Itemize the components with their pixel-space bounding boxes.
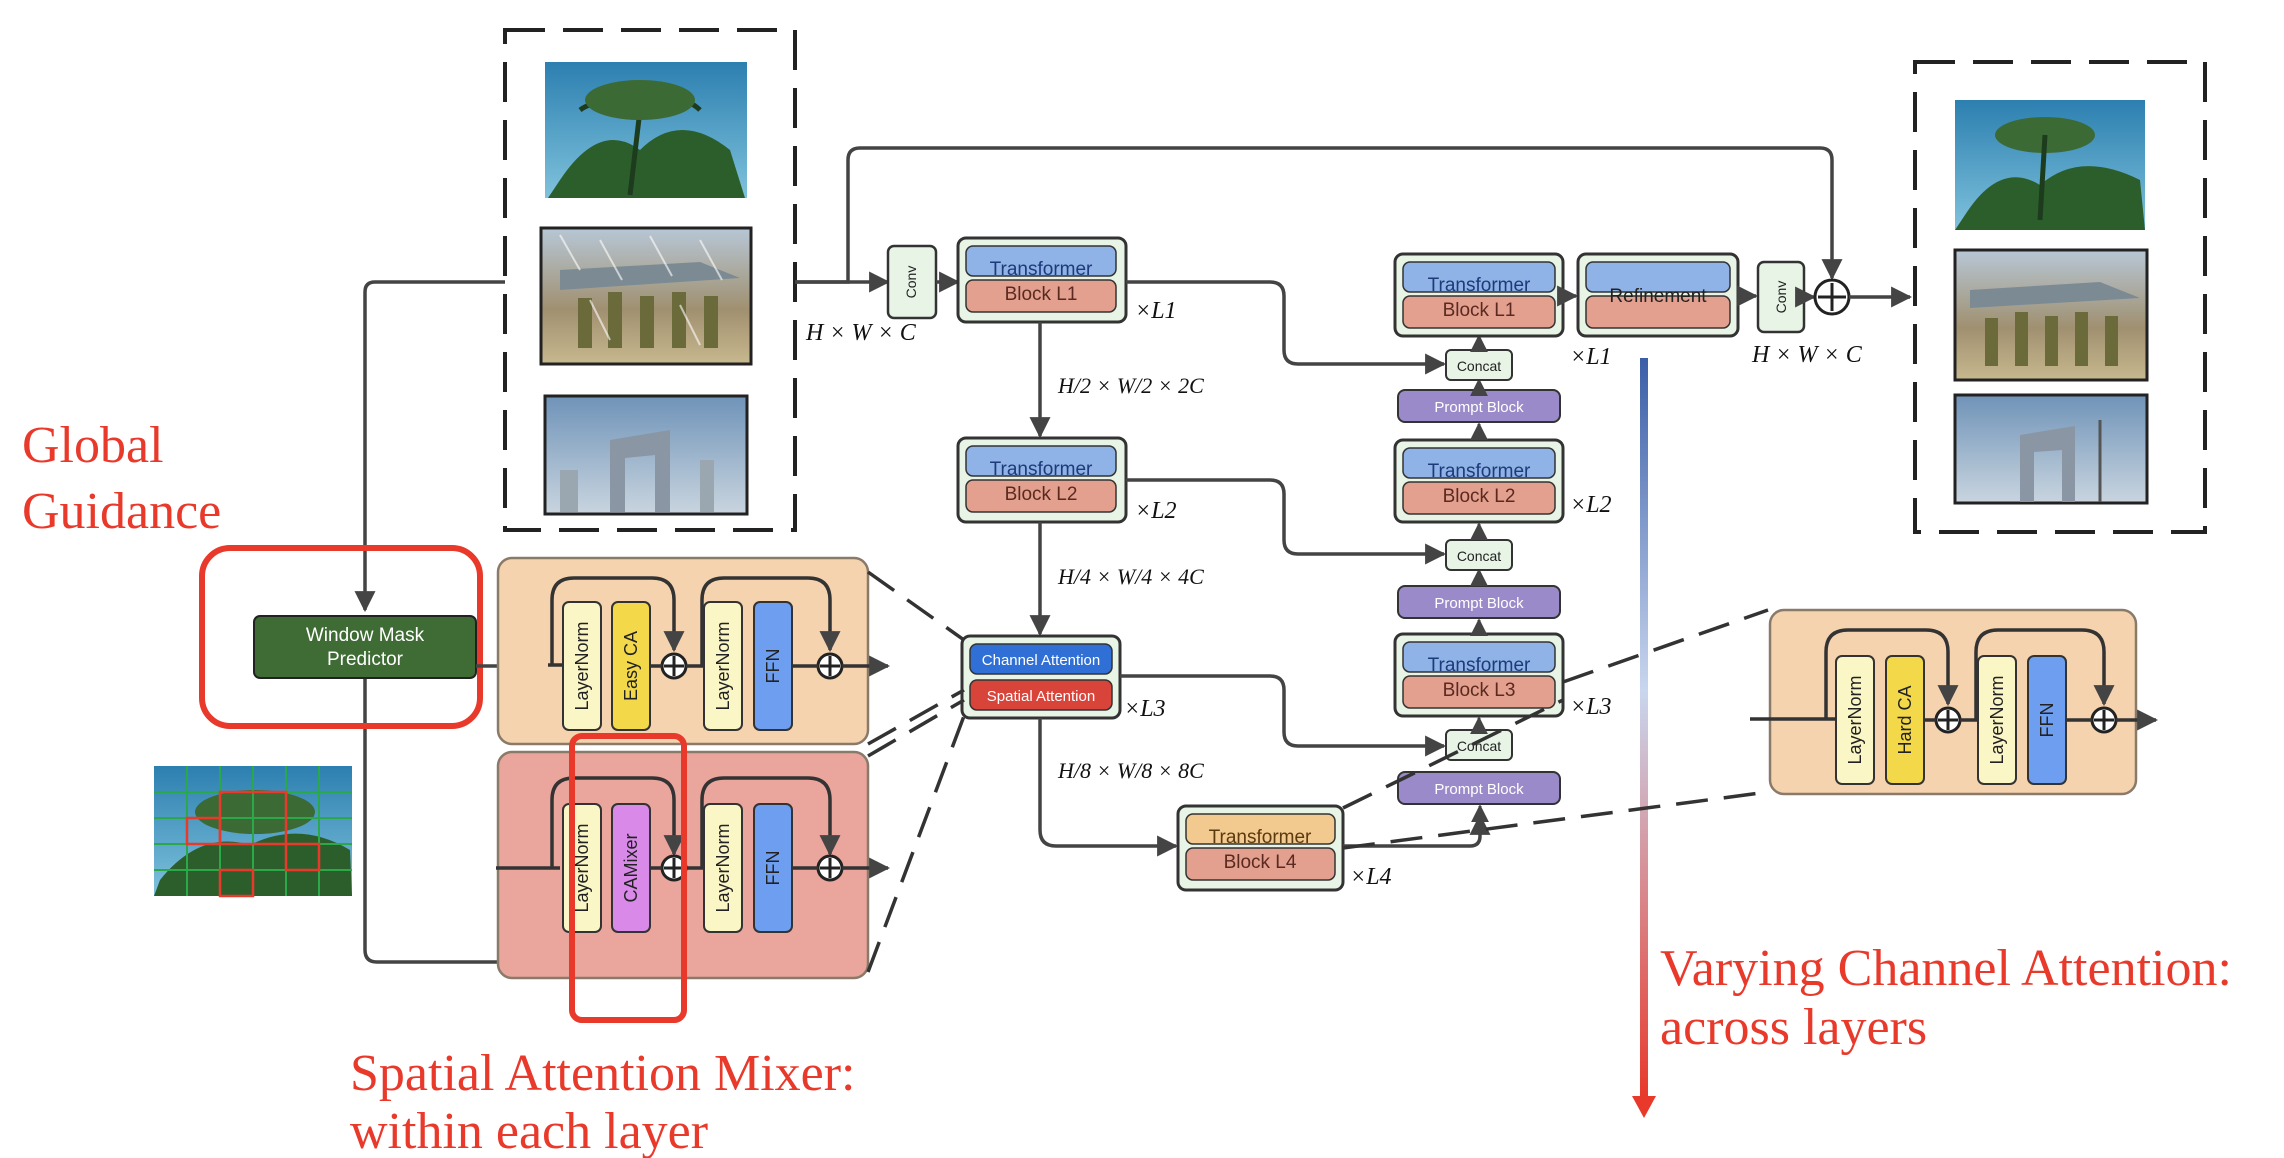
global-guidance-highlight bbox=[199, 545, 483, 729]
camixer-text: CAMixer bbox=[621, 833, 641, 902]
easy-layernorm-2-text: LayerNorm bbox=[713, 621, 733, 710]
encoder-block-l2: Transformer Block L2 bbox=[956, 436, 1128, 524]
input-image-clean bbox=[545, 62, 747, 198]
input-image-rainy-pilots bbox=[539, 226, 753, 366]
mixer-layernorm-2-text: LayerNorm bbox=[713, 823, 733, 912]
refinement-text: Refinement bbox=[1609, 286, 1707, 307]
easy-layernorm-1-text: LayerNorm bbox=[572, 621, 592, 710]
encoder-l2-transformer-text: Transformer bbox=[990, 459, 1093, 480]
decoder-block-l2: Transformer Block L2 bbox=[1393, 438, 1565, 524]
mixer-layernorm-1-text: LayerNorm bbox=[572, 823, 592, 912]
global-guidance-label-2: Guidance bbox=[22, 483, 221, 540]
spatial-mixer-label-2: within each layer bbox=[350, 1103, 708, 1158]
hard-layernorm-1 bbox=[1835, 655, 1875, 785]
spatial-attention-label: Spatial Attention bbox=[987, 688, 1095, 705]
zoom-lines-left bbox=[866, 570, 966, 973]
repeat-l1-decoder: ×L1 bbox=[1570, 344, 1612, 370]
conv-input-label: Conv bbox=[903, 266, 919, 299]
channel-attention-label: Channel Attention bbox=[982, 652, 1100, 669]
hard-ffn-text: FFN bbox=[2037, 703, 2057, 738]
encoder-l1-transformer-text: Transformer bbox=[990, 259, 1093, 280]
repeat-l2-encoder: ×L2 bbox=[1135, 498, 1177, 524]
prompt-block-l3-text: Prompt Block bbox=[1434, 781, 1524, 798]
spatial-mixer-label-1: Spatial Attention Mixer: bbox=[350, 1045, 856, 1102]
prompt-block-l1-text: Prompt Block bbox=[1434, 399, 1524, 416]
dim-level-2: H/2 × W/2 × 2C bbox=[1057, 373, 1204, 398]
camixer-highlight bbox=[569, 733, 687, 1023]
hard-ca-text: Hard CA bbox=[1895, 685, 1915, 754]
decoder-l1-block-text: Block L1 bbox=[1443, 300, 1516, 321]
prompt-block-l2-text: Prompt Block bbox=[1434, 595, 1524, 612]
window-mask-text-1: Window Mask bbox=[306, 625, 425, 646]
repeat-l2-decoder: ×L2 bbox=[1570, 492, 1612, 518]
global-guidance-label-1: Global bbox=[22, 417, 164, 474]
dim-level-8: H/8 × W/8 × 8C bbox=[1057, 758, 1204, 783]
encoder-l2-block-text: Block L2 bbox=[1005, 484, 1078, 505]
hard-layernorm-1-text: LayerNorm bbox=[1845, 675, 1865, 764]
l4-transformer-text: Transformer bbox=[1209, 827, 1312, 848]
input-images-frame bbox=[503, 28, 797, 532]
repeat-l3-encoder: ×L3 bbox=[1124, 696, 1166, 722]
hard-layernorm-2 bbox=[1977, 655, 2017, 785]
easy-layernorm-2 bbox=[703, 601, 743, 731]
decoder-l3-transformer-text: Transformer bbox=[1428, 655, 1531, 676]
encoder-block-l3: Channel Attention Spatial Attention bbox=[960, 634, 1122, 720]
decoder-block-l3: Transformer Block L3 bbox=[1393, 632, 1565, 718]
repeat-l4: ×L4 bbox=[1350, 864, 1392, 890]
decoder-l3-block-text: Block L3 bbox=[1443, 680, 1516, 701]
easy-ca-text: Easy CA bbox=[621, 631, 641, 701]
refinement-block: Refinement bbox=[1576, 252, 1740, 338]
decoder-l2-transformer-text: Transformer bbox=[1428, 461, 1531, 482]
concat-l2-text: Concat bbox=[1457, 548, 1501, 564]
varying-ca-label-2: across layers bbox=[1660, 999, 1927, 1056]
output-image-clean bbox=[1955, 100, 2145, 230]
encoder-l1-block-text: Block L1 bbox=[1005, 284, 1078, 305]
decoder-block-l1: Transformer Block L1 bbox=[1393, 252, 1565, 338]
window-mask-predictor bbox=[253, 615, 477, 679]
concat-l3-text: Concat bbox=[1457, 738, 1501, 754]
repeat-l1-encoder: ×L1 bbox=[1135, 298, 1177, 324]
dim-hwc-left: H × W × C bbox=[805, 320, 917, 346]
output-image-building bbox=[1953, 393, 2149, 505]
concat-l1-text: Concat bbox=[1457, 358, 1501, 374]
mixer-layernorm-2 bbox=[703, 803, 743, 933]
varying-attention-arrowhead bbox=[1632, 1096, 1656, 1118]
repeat-l3-decoder: ×L3 bbox=[1570, 694, 1612, 720]
easy-ffn-text: FFN bbox=[763, 649, 783, 684]
encoder-block-l1: Transformer Block L1 bbox=[956, 236, 1128, 324]
window-mask-text-2: Predictor bbox=[327, 649, 404, 670]
dim-level-4: H/4 × W/4 × 4C bbox=[1057, 564, 1204, 589]
output-image-pilots bbox=[1953, 248, 2149, 382]
window-mask-grid-image bbox=[154, 766, 352, 898]
l4-block-text: Block L4 bbox=[1224, 852, 1297, 873]
varying-attention-gradient-bar bbox=[1640, 358, 1648, 1098]
mixer-ffn-text: FFN bbox=[763, 851, 783, 886]
prompt-block-l3 bbox=[1397, 771, 1561, 805]
input-image-hazy-building bbox=[543, 394, 749, 516]
bottleneck-block-l4: Transformer Block L4 bbox=[1176, 804, 1345, 892]
hard-layernorm-2-text: LayerNorm bbox=[1987, 675, 2007, 764]
decoder-l2-block-text: Block L2 bbox=[1443, 486, 1516, 507]
decoder-l1-transformer-text: Transformer bbox=[1428, 275, 1531, 296]
varying-ca-label-1: Varying Channel Attention: bbox=[1660, 940, 2232, 997]
conv-output-label: Conv bbox=[1773, 281, 1789, 314]
zoom-lines-right bbox=[1342, 608, 1769, 850]
easy-layernorm-1 bbox=[562, 601, 602, 731]
dim-hwc-right: H × W × C bbox=[1751, 342, 1863, 368]
residual-add-output bbox=[1813, 278, 1851, 316]
output-images-frame bbox=[1913, 60, 2207, 534]
